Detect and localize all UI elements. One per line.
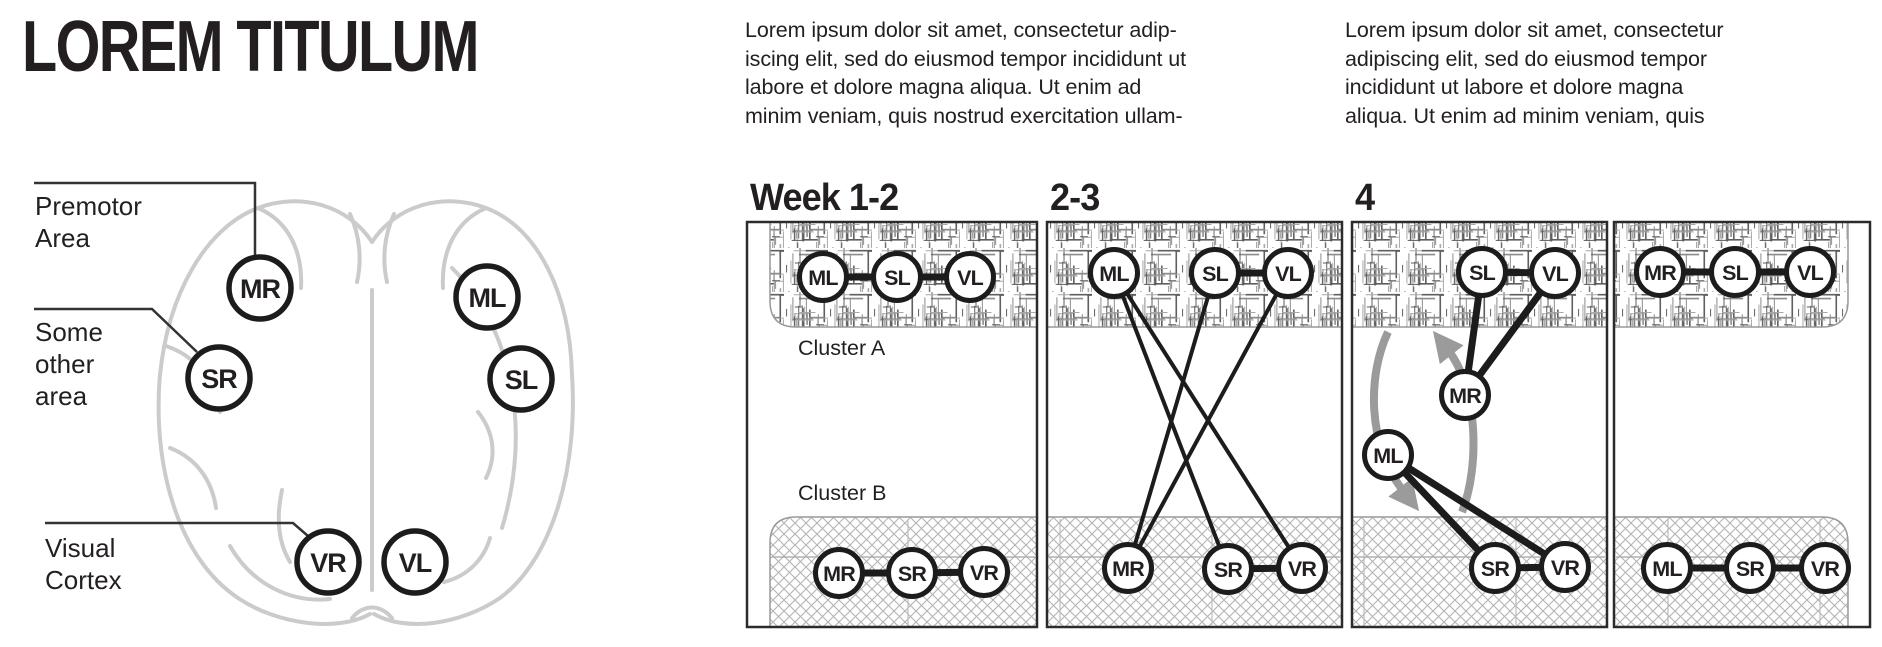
- brain-node-label: VL: [399, 548, 432, 578]
- brain-node-SL: SL: [487, 345, 555, 413]
- panel-3: SL VL MR ML SR VR: [1350, 220, 1609, 629]
- node-label: MR: [1112, 557, 1145, 581]
- node-VL-panel1: VL: [944, 251, 996, 303]
- node-label: MR: [1644, 261, 1677, 285]
- brain-node-label: SR: [201, 364, 237, 394]
- brain-node-VL: VL: [381, 528, 449, 596]
- node-label: VL: [1797, 261, 1824, 285]
- node-VR-panel4: VR: [1799, 542, 1851, 594]
- node-label: SL: [1469, 261, 1496, 285]
- node-VR-panel2: VR: [1276, 542, 1328, 594]
- node-VL-panel2: VL: [1262, 247, 1314, 299]
- node-label: ML: [1652, 557, 1682, 581]
- node-label: ML: [808, 266, 838, 290]
- brain-svg: MR ML SR SL VR VL: [34, 181, 575, 626]
- node-SL-panel2: SL: [1189, 247, 1241, 299]
- node-MR-panel1: MR: [813, 547, 865, 599]
- edge-SL-MR-panel2: [1126, 272, 1217, 569]
- node-label: SR: [898, 562, 928, 586]
- node-label: MR: [1449, 384, 1482, 408]
- brain-label-premotor-area: Premotor Area: [35, 191, 142, 253]
- node-ML-panel1: ML: [797, 251, 849, 303]
- node-ML-panel4: ML: [1641, 542, 1693, 594]
- node-label: ML: [1099, 262, 1129, 286]
- node-ML-panel2: ML: [1088, 247, 1140, 299]
- brain-node-label: SL: [505, 365, 538, 395]
- node-label: VL: [957, 266, 984, 290]
- node-SR-panel3: SR: [1469, 542, 1521, 594]
- premotor-callout-line: [34, 181, 257, 257]
- panel-border-3: [1350, 220, 1609, 629]
- node-label: VL: [1542, 262, 1569, 286]
- node-label: VR: [1551, 556, 1581, 580]
- panel-header-1: Week 1-2: [750, 177, 899, 219]
- node-SL-panel3: SL: [1456, 246, 1508, 298]
- panel-4: MR SL VL ML SR VR: [1612, 220, 1872, 629]
- node-ML-panel3: ML: [1362, 429, 1414, 481]
- node-label: ML: [1373, 444, 1403, 468]
- brain-node-ML: ML: [453, 263, 521, 331]
- node-SR-panel4: SR: [1724, 542, 1776, 594]
- node-label: MR: [823, 562, 856, 586]
- visual-callout-line: [45, 521, 309, 537]
- brain-outline: [156, 199, 575, 626]
- node-label: VR: [970, 561, 1000, 585]
- movement-arrow-mr-moves-up: [1432, 330, 1478, 514]
- brain-label-some-other-area: Some other area: [35, 317, 103, 411]
- intro-paragraph-1: Lorem ipsum dolor sit amet, consectetur …: [745, 18, 1186, 128]
- panel-1: ML SL VL MR SR VR: [745, 220, 1039, 629]
- node-VL-panel3: VL: [1529, 247, 1581, 299]
- panel-border-1: [745, 220, 1039, 629]
- node-MR-panel3: MR: [1439, 369, 1491, 421]
- brain-node-label: MR: [240, 274, 280, 304]
- intro-paragraph-2: Lorem ipsum dolor sit amet, consectetur …: [1345, 18, 1724, 128]
- cluster-a-label: Cluster A: [798, 336, 886, 360]
- node-VL-panel4: VL: [1784, 246, 1836, 298]
- node-label: SL: [1722, 261, 1749, 285]
- node-label: SL: [1202, 262, 1229, 286]
- node-VR-panel3: VR: [1539, 541, 1591, 593]
- node-SR-panel1: SR: [886, 547, 938, 599]
- edge-ML-VR-panel3: [1386, 452, 1567, 570]
- brain-node-label: ML: [469, 283, 506, 313]
- node-label: VR: [1288, 557, 1318, 581]
- edge-VL-MR-panel2: [1126, 272, 1290, 569]
- node-label: SR: [1481, 557, 1511, 581]
- panel-border-2: [1045, 220, 1344, 629]
- node-SL-panel1: SL: [871, 251, 923, 303]
- panel-header-2: 2-3: [1050, 177, 1100, 219]
- node-label: VR: [1811, 557, 1841, 581]
- node-label: VL: [1275, 262, 1302, 286]
- panel-border-4: [1612, 220, 1872, 629]
- brain-label-visual-cortex: Visual Cortex: [45, 533, 122, 595]
- node-MR-panel2: MR: [1102, 542, 1154, 594]
- panel-header-3: 4: [1355, 177, 1375, 219]
- panel-2: ML SL VL MR SR VR: [1045, 220, 1344, 629]
- some-other-callout-line: [34, 307, 198, 353]
- node-SR-panel2: SR: [1202, 543, 1254, 595]
- node-MR-panel4: MR: [1634, 246, 1686, 298]
- brain-node-label: VR: [310, 548, 346, 578]
- node-label: SR: [1736, 557, 1766, 581]
- node-SL-panel4: SL: [1709, 246, 1761, 298]
- node-label: SR: [1214, 558, 1244, 582]
- brain-node-VR: VR: [294, 528, 362, 596]
- figure-title: LOREM TITULUM: [22, 7, 480, 87]
- node-VR-panel1: VR: [958, 546, 1010, 598]
- cluster-b-label: Cluster B: [798, 481, 887, 505]
- brain-node-MR: MR: [226, 254, 294, 322]
- node-label: SL: [884, 266, 911, 290]
- brain-node-SR: SR: [185, 344, 253, 412]
